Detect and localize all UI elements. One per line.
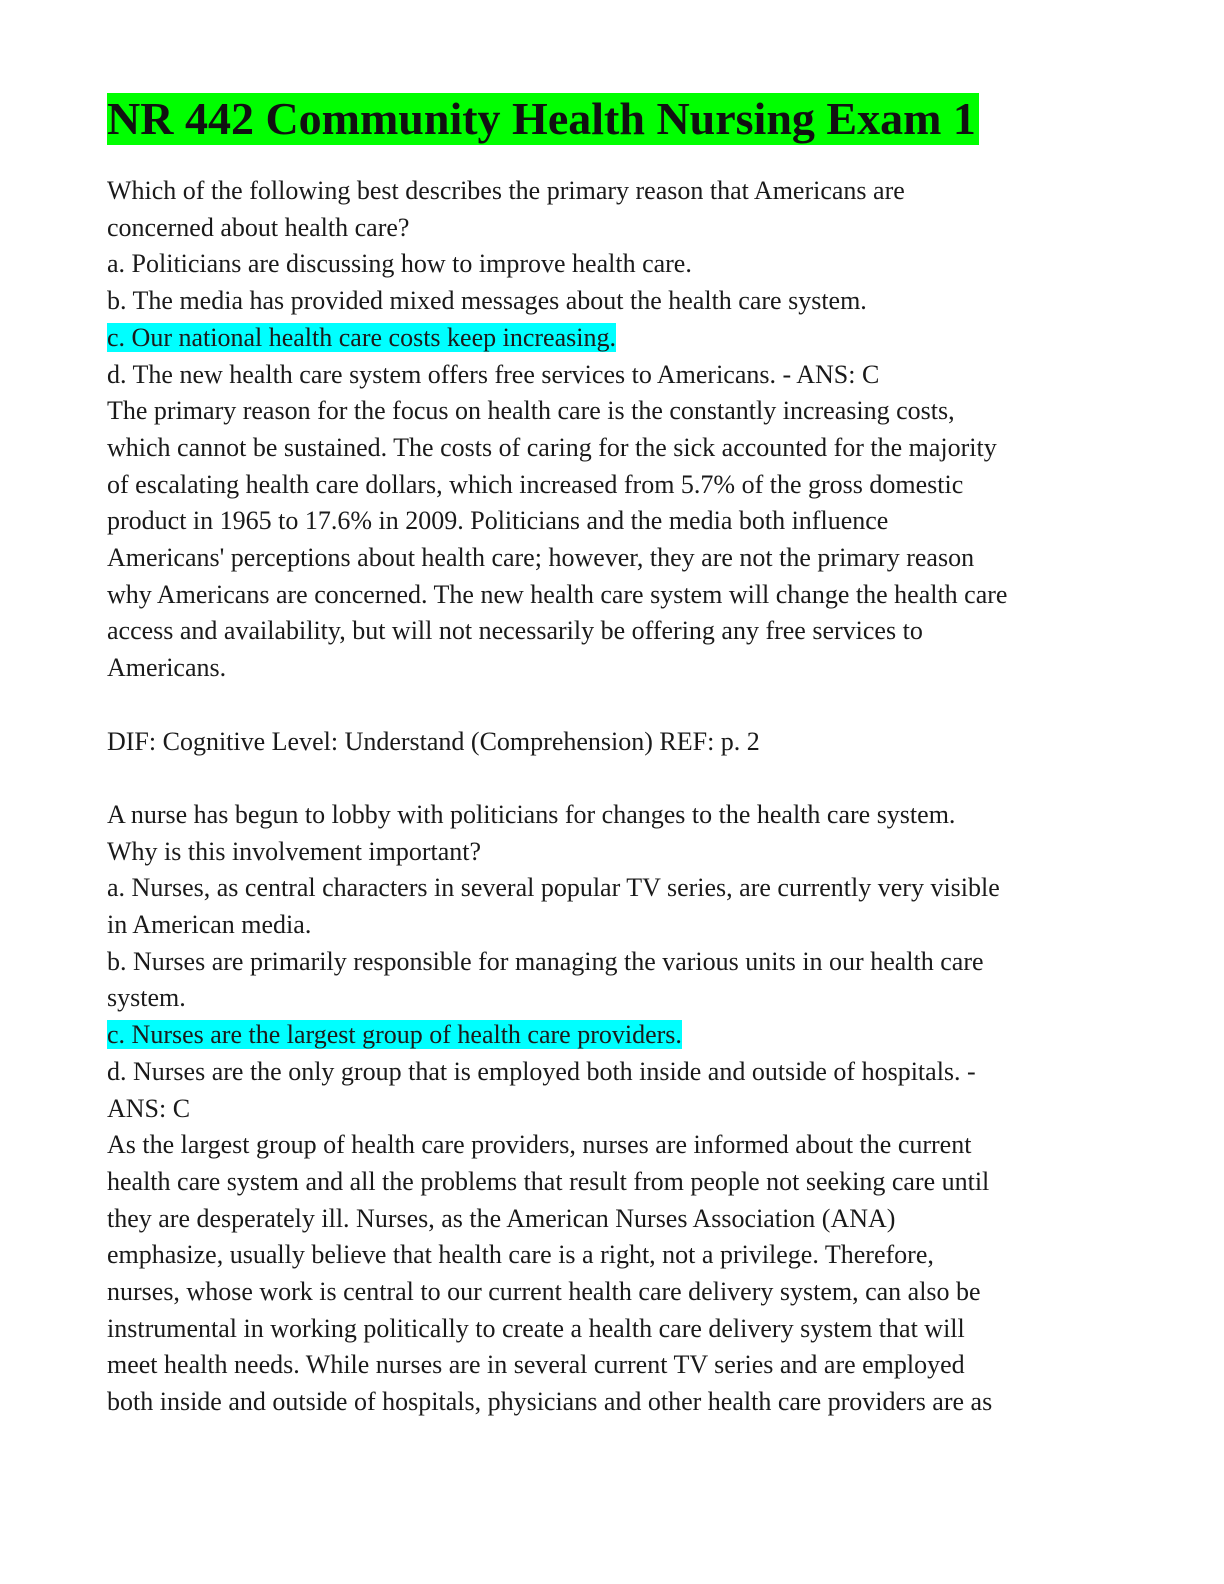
question-1-rationale: The primary reason for the focus on heal… — [107, 396, 955, 426]
question-2-option-a: in American media. — [107, 910, 312, 940]
document-page: NR 442 Community Health Nursing Exam 1 W… — [107, 93, 1117, 1421]
question-1-option-b: b. The media has provided mixed messages… — [107, 286, 867, 316]
question-1-dif: DIF: Cognitive Level: Understand (Compre… — [107, 726, 760, 756]
question-2-option-d: d. Nurses are the only group that is emp… — [107, 1056, 976, 1086]
question-1-rationale: which cannot be sustained. The costs of … — [107, 432, 997, 462]
question-1-rationale: of escalating health care dollars, which… — [107, 469, 964, 499]
question-2-stem: Why is this involvement important? — [107, 836, 482, 866]
question-2-rationale: they are desperately ill. Nurses, as the… — [107, 1203, 896, 1233]
question-2-rationale: meet health needs. While nurses are in s… — [107, 1350, 965, 1380]
question-1-option-c: c. Our national health care costs keep i… — [107, 320, 1117, 357]
question-1-rationale: Americans' perceptions about health care… — [107, 543, 975, 573]
question-1-rationale: Americans. — [107, 653, 227, 683]
page-title: NR 442 Community Health Nursing Exam 1 — [107, 93, 979, 145]
question-2-stem: A nurse has begun to lobby with politici… — [107, 799, 956, 829]
question-1: Which of the following best describes th… — [107, 173, 1117, 1421]
question-2-rationale: health care system and all the problems … — [107, 1166, 990, 1196]
question-2-option-a: a. Nurses, as central characters in seve… — [107, 873, 1000, 903]
question-2-answer: ANS: C — [107, 1093, 191, 1123]
question-2-rationale: nurses, whose work is central to our cur… — [107, 1277, 981, 1307]
question-1-rationale: product in 1965 to 17.6% in 2009. Politi… — [107, 506, 889, 536]
question-1-stem: concerned about health care? — [107, 212, 410, 242]
question-2-option-b: system. — [107, 983, 186, 1013]
correct-answer-highlight: c. Nurses are the largest group of healt… — [107, 1020, 682, 1050]
question-1-option-d: d. The new health care system offers fre… — [107, 359, 880, 389]
question-2-option-b: b. Nurses are primarily responsible for … — [107, 946, 984, 976]
spacer — [107, 687, 1117, 724]
question-2-rationale: As the largest group of health care prov… — [107, 1130, 972, 1160]
question-2-rationale: instrumental in working politically to c… — [107, 1313, 965, 1343]
question-2-rationale: emphasize, usually believe that health c… — [107, 1240, 934, 1270]
question-1-option-a: a. Politicians are discussing how to imp… — [107, 249, 692, 279]
question-1-rationale: access and availability, but will not ne… — [107, 616, 923, 646]
question-2-rationale: both inside and outside of hospitals, ph… — [107, 1387, 993, 1417]
question-2-option-c: c. Nurses are the largest group of healt… — [107, 1017, 1117, 1054]
correct-answer-highlight: c. Our national health care costs keep i… — [107, 322, 616, 352]
question-1-stem: Which of the following best describes th… — [107, 176, 905, 205]
spacer — [107, 760, 1117, 797]
question-1-rationale: why Americans are concerned. The new hea… — [107, 579, 1008, 609]
